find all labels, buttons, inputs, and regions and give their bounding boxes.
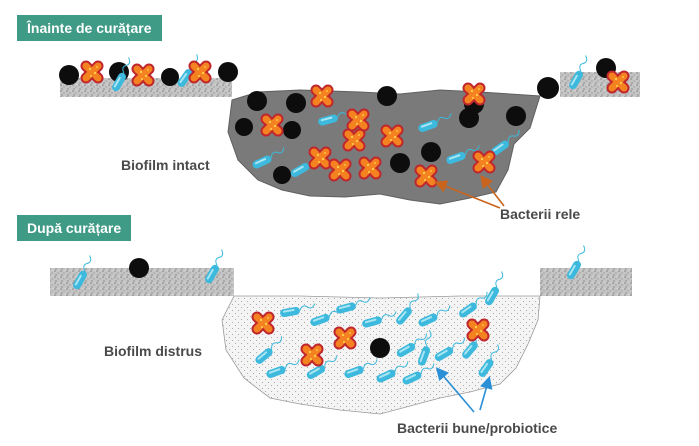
good-bacteria-label: Bacterii bune/probiotice <box>397 420 558 436</box>
black-particle <box>247 91 267 111</box>
black-particle <box>377 86 397 106</box>
biofilm-intact-label: Biofilm intact <box>121 157 210 173</box>
bad-bacteria-arrow <box>480 174 505 207</box>
biofilm-destroyed-label: Biofilm distrus <box>104 343 203 359</box>
black-particle <box>218 62 238 82</box>
black-particle <box>506 106 526 126</box>
bad-bacteria-label: Bacterii rele <box>500 206 581 222</box>
black-particle <box>273 166 291 184</box>
black-particle <box>129 258 149 278</box>
surface-left-top <box>60 78 232 97</box>
black-particle <box>286 93 306 113</box>
black-particle <box>370 338 390 358</box>
good-bacteria-arrow <box>435 367 475 413</box>
black-particle <box>459 108 479 128</box>
before-cleaning-header: Înainte de curățare <box>17 15 162 41</box>
black-particle <box>537 77 559 99</box>
black-particle <box>283 121 301 139</box>
bad-bacteria-arrow <box>434 180 501 209</box>
black-particle <box>390 153 410 173</box>
after-cleaning-header: După curățare <box>17 215 132 241</box>
surface-right-bottom <box>540 268 632 296</box>
black-particle <box>59 65 79 85</box>
good-bacteria-arrow <box>479 375 493 411</box>
black-particle <box>161 68 179 86</box>
black-particle <box>235 118 253 136</box>
black-particle <box>421 142 441 162</box>
